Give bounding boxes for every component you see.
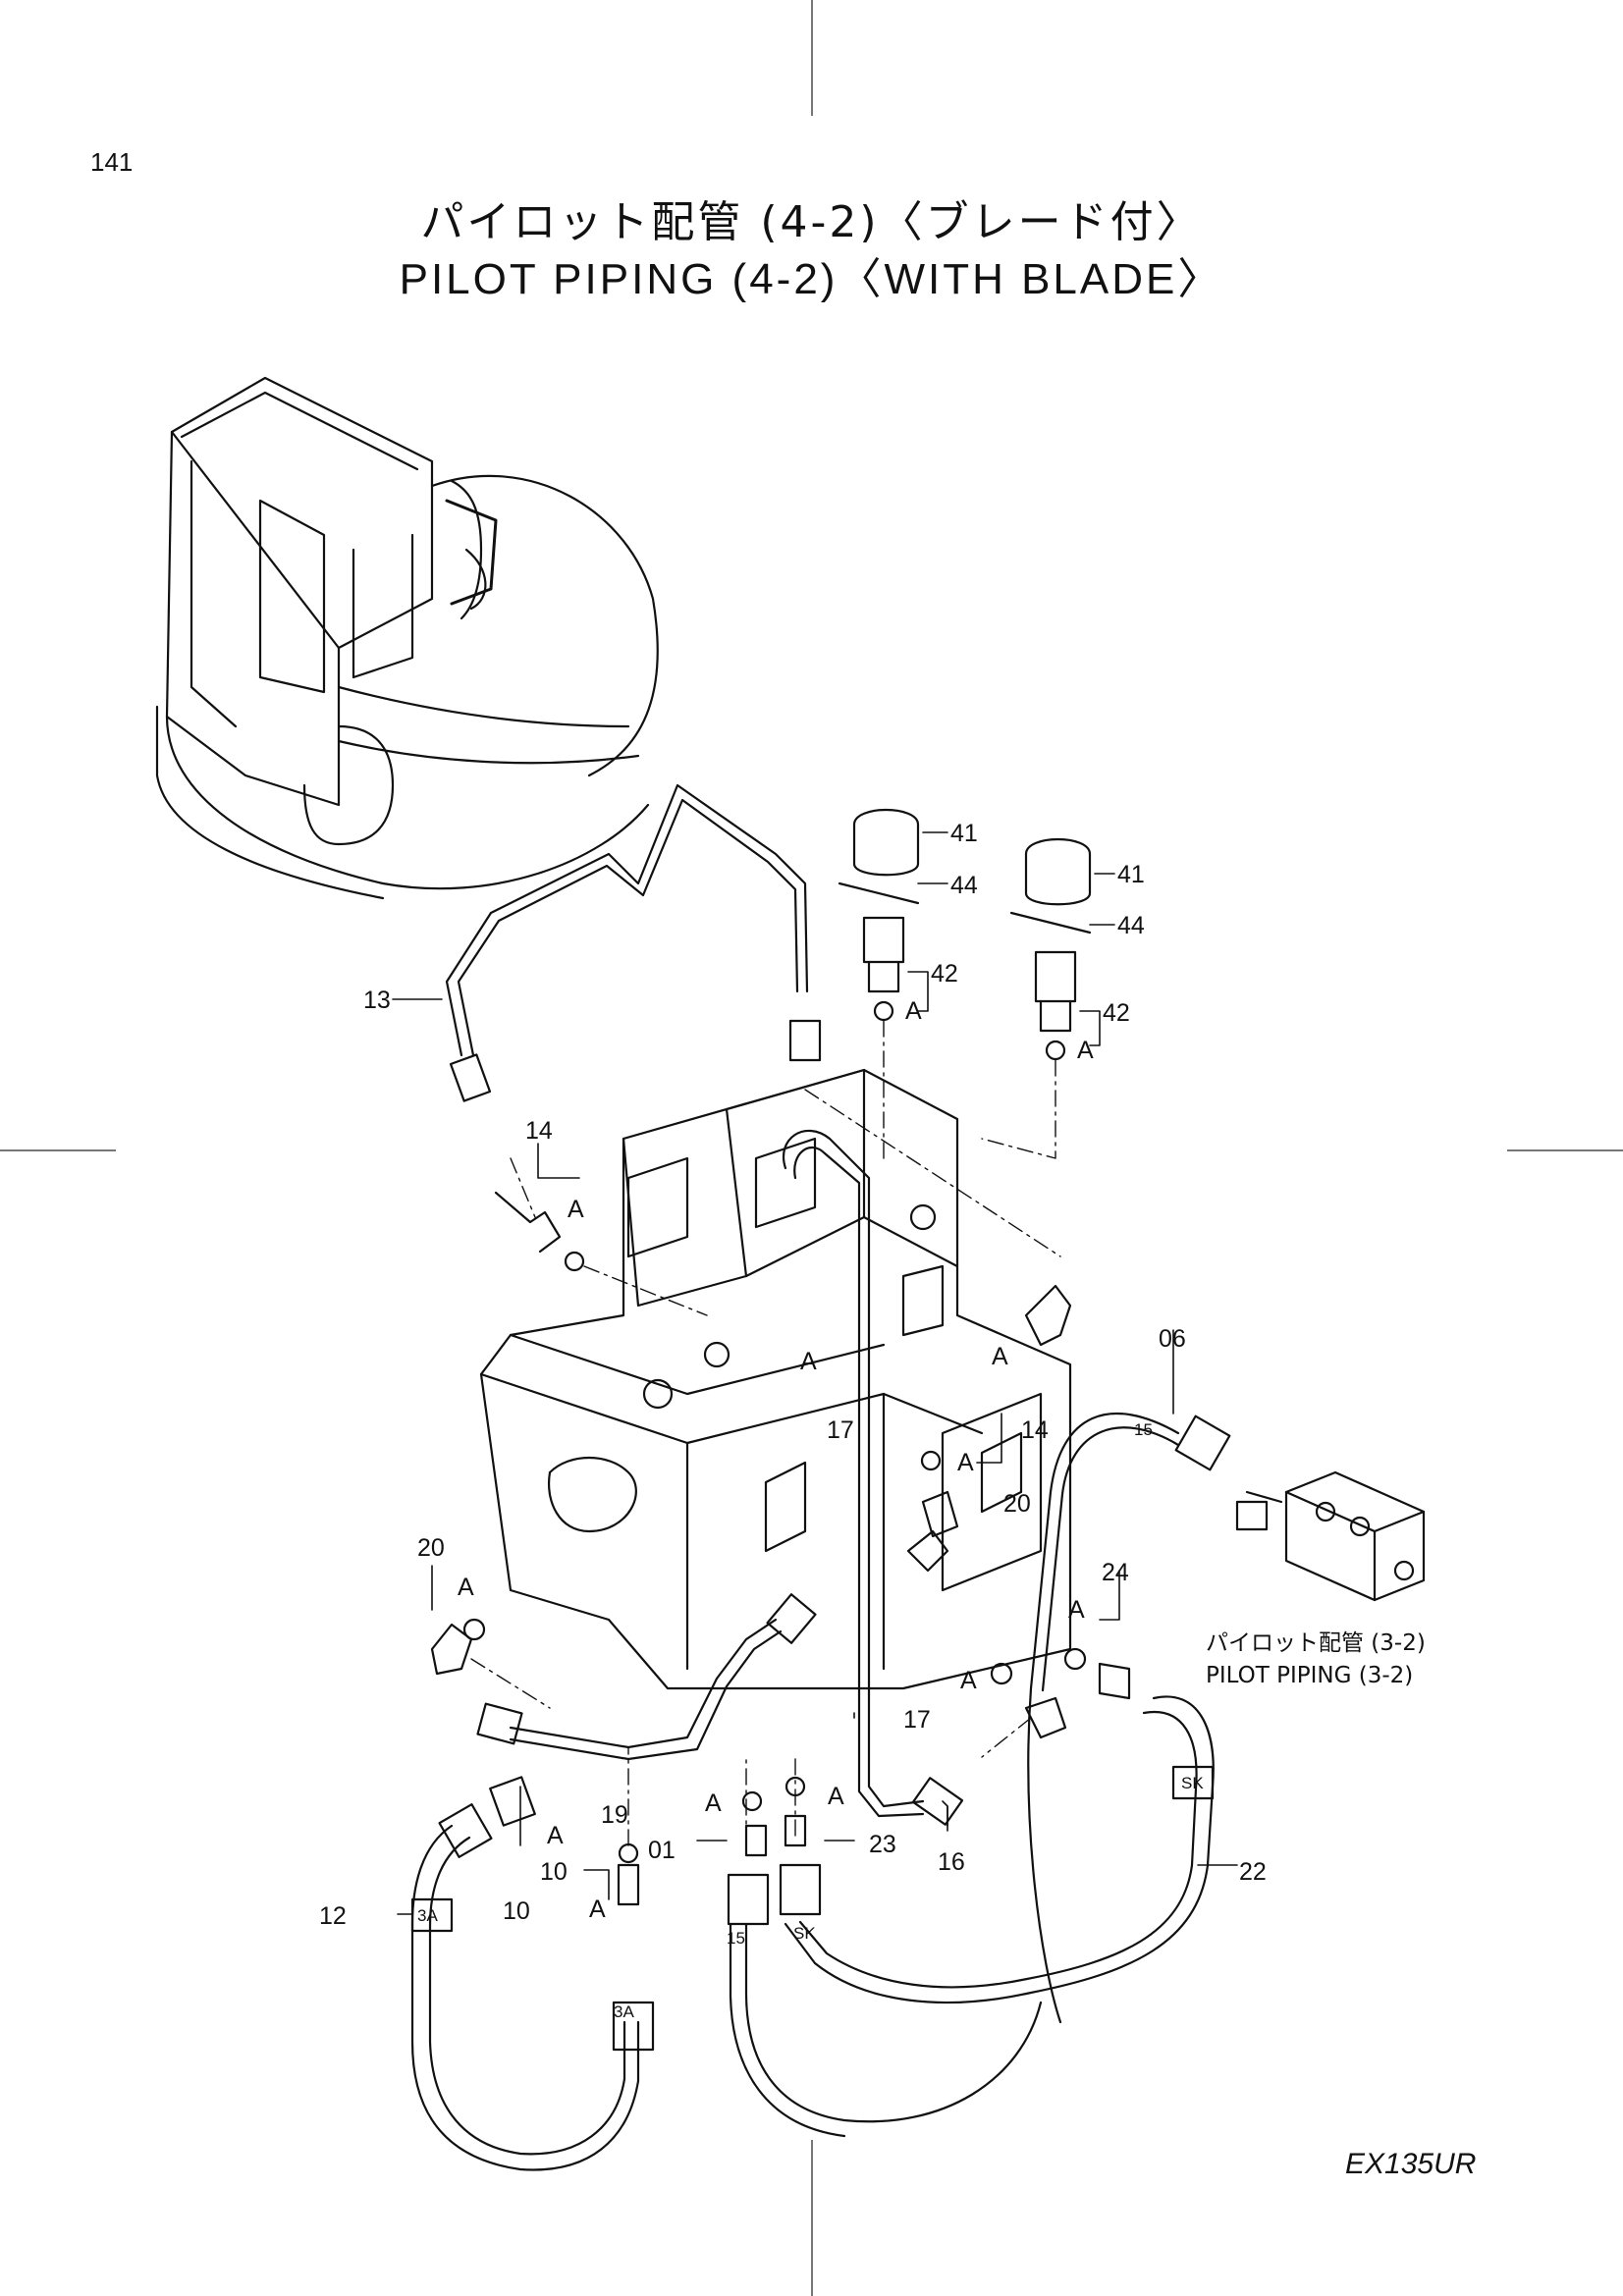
callout-14-right: 14	[1021, 1416, 1049, 1444]
callout-44-right: 44	[1117, 912, 1145, 939]
callout-12: 12	[319, 1902, 347, 1930]
callout-19: 19	[601, 1801, 628, 1829]
callout-17-lower: 17	[903, 1706, 931, 1734]
pilot-hose-22	[784, 1695, 1215, 2004]
callout-42-left: 42	[931, 960, 958, 988]
crop-mark-left	[0, 1149, 116, 1151]
pilot-hose-15	[727, 1863, 1043, 2138]
assembly-lines	[470, 1020, 1061, 1846]
pilot-pipe-19	[476, 1593, 817, 1761]
cross-reference-en: PILOT PIPING (3-2)	[1206, 1663, 1414, 1688]
callout-17-upper: 17	[827, 1416, 854, 1444]
pilot-hose-12	[410, 1776, 655, 2171]
callout-13: 13	[363, 987, 391, 1014]
control-valve-body	[479, 1068, 1072, 1690]
callout-20-right: 20	[1003, 1490, 1031, 1518]
tag-3a: 3A	[614, 2002, 634, 2021]
callout-41-left: 41	[950, 820, 978, 847]
page-title-english: PILOT PIPING (4-2)〈WITH BLADE〉	[399, 255, 1224, 303]
valve-block	[1235, 1470, 1426, 1602]
tag-3a: 3A	[417, 1906, 438, 1925]
leader-lines	[392, 831, 1238, 1915]
tag-15: 15	[1134, 1420, 1153, 1439]
model-number: EX135UR	[1345, 2148, 1477, 2180]
tag-15: 15	[727, 1929, 745, 1948]
callout-01: 01	[648, 1837, 676, 1864]
callout-23: 23	[869, 1831, 896, 1858]
tag-sk: SK	[1181, 1774, 1204, 1792]
cross-reference: パイロット配管 (3-2) PILOT PIPING (3-2)	[1206, 1628, 1426, 1692]
marker-a: A	[800, 1348, 817, 1375]
marker-a: A	[458, 1574, 474, 1601]
cross-reference-jp: パイロット配管 (3-2)	[1206, 1630, 1426, 1656]
callout-16: 16	[938, 1848, 965, 1876]
tag-sk: SK	[793, 1924, 816, 1943]
callout-06: 06	[1159, 1325, 1186, 1353]
marker-a: A	[1077, 1037, 1094, 1064]
marker-a: A	[568, 1196, 584, 1223]
callout-20-left: 20	[417, 1534, 445, 1562]
marker-a: A	[705, 1789, 722, 1817]
pilot-pipe-13	[445, 783, 822, 1102]
part-callouts: 41 44 42 41 44 42 13 14 14 17 20 20 06 2…	[319, 820, 1267, 2021]
crop-mark-top	[811, 0, 813, 116]
callout-10-upper: 10	[540, 1858, 568, 1886]
pilot-hose-06	[1027, 1412, 1231, 2024]
callout-10-lower: 10	[503, 1897, 530, 1925]
callout-24: 24	[1102, 1559, 1129, 1586]
page-number: 141	[90, 147, 134, 177]
marker-a: A	[828, 1783, 844, 1810]
marker-a: A	[589, 1896, 606, 1923]
crop-mark-right	[1507, 1149, 1623, 1151]
excavator-illustration	[155, 376, 659, 900]
marker-a: A	[547, 1822, 564, 1849]
page-title-japanese: パイロット配管 (4-2)〈ブレード付〉	[420, 197, 1203, 247]
marker-a: A	[992, 1343, 1008, 1370]
callout-44-left: 44	[950, 872, 978, 899]
callout-22: 22	[1239, 1858, 1267, 1886]
pressure-switch-fittings	[838, 809, 1092, 1061]
marker-a: A	[960, 1667, 977, 1694]
marker-a: A	[957, 1449, 974, 1476]
callout-14-left: 14	[525, 1117, 553, 1145]
elbow-fittings	[430, 1191, 1131, 1906]
callout-42-right: 42	[1103, 999, 1130, 1027]
pilot-pipe-16	[783, 1129, 964, 1826]
marker-a: A	[905, 997, 922, 1025]
callout-41-right: 41	[1117, 861, 1145, 888]
marker-a: A	[1068, 1596, 1085, 1624]
crop-mark-bottom	[811, 2140, 813, 2296]
